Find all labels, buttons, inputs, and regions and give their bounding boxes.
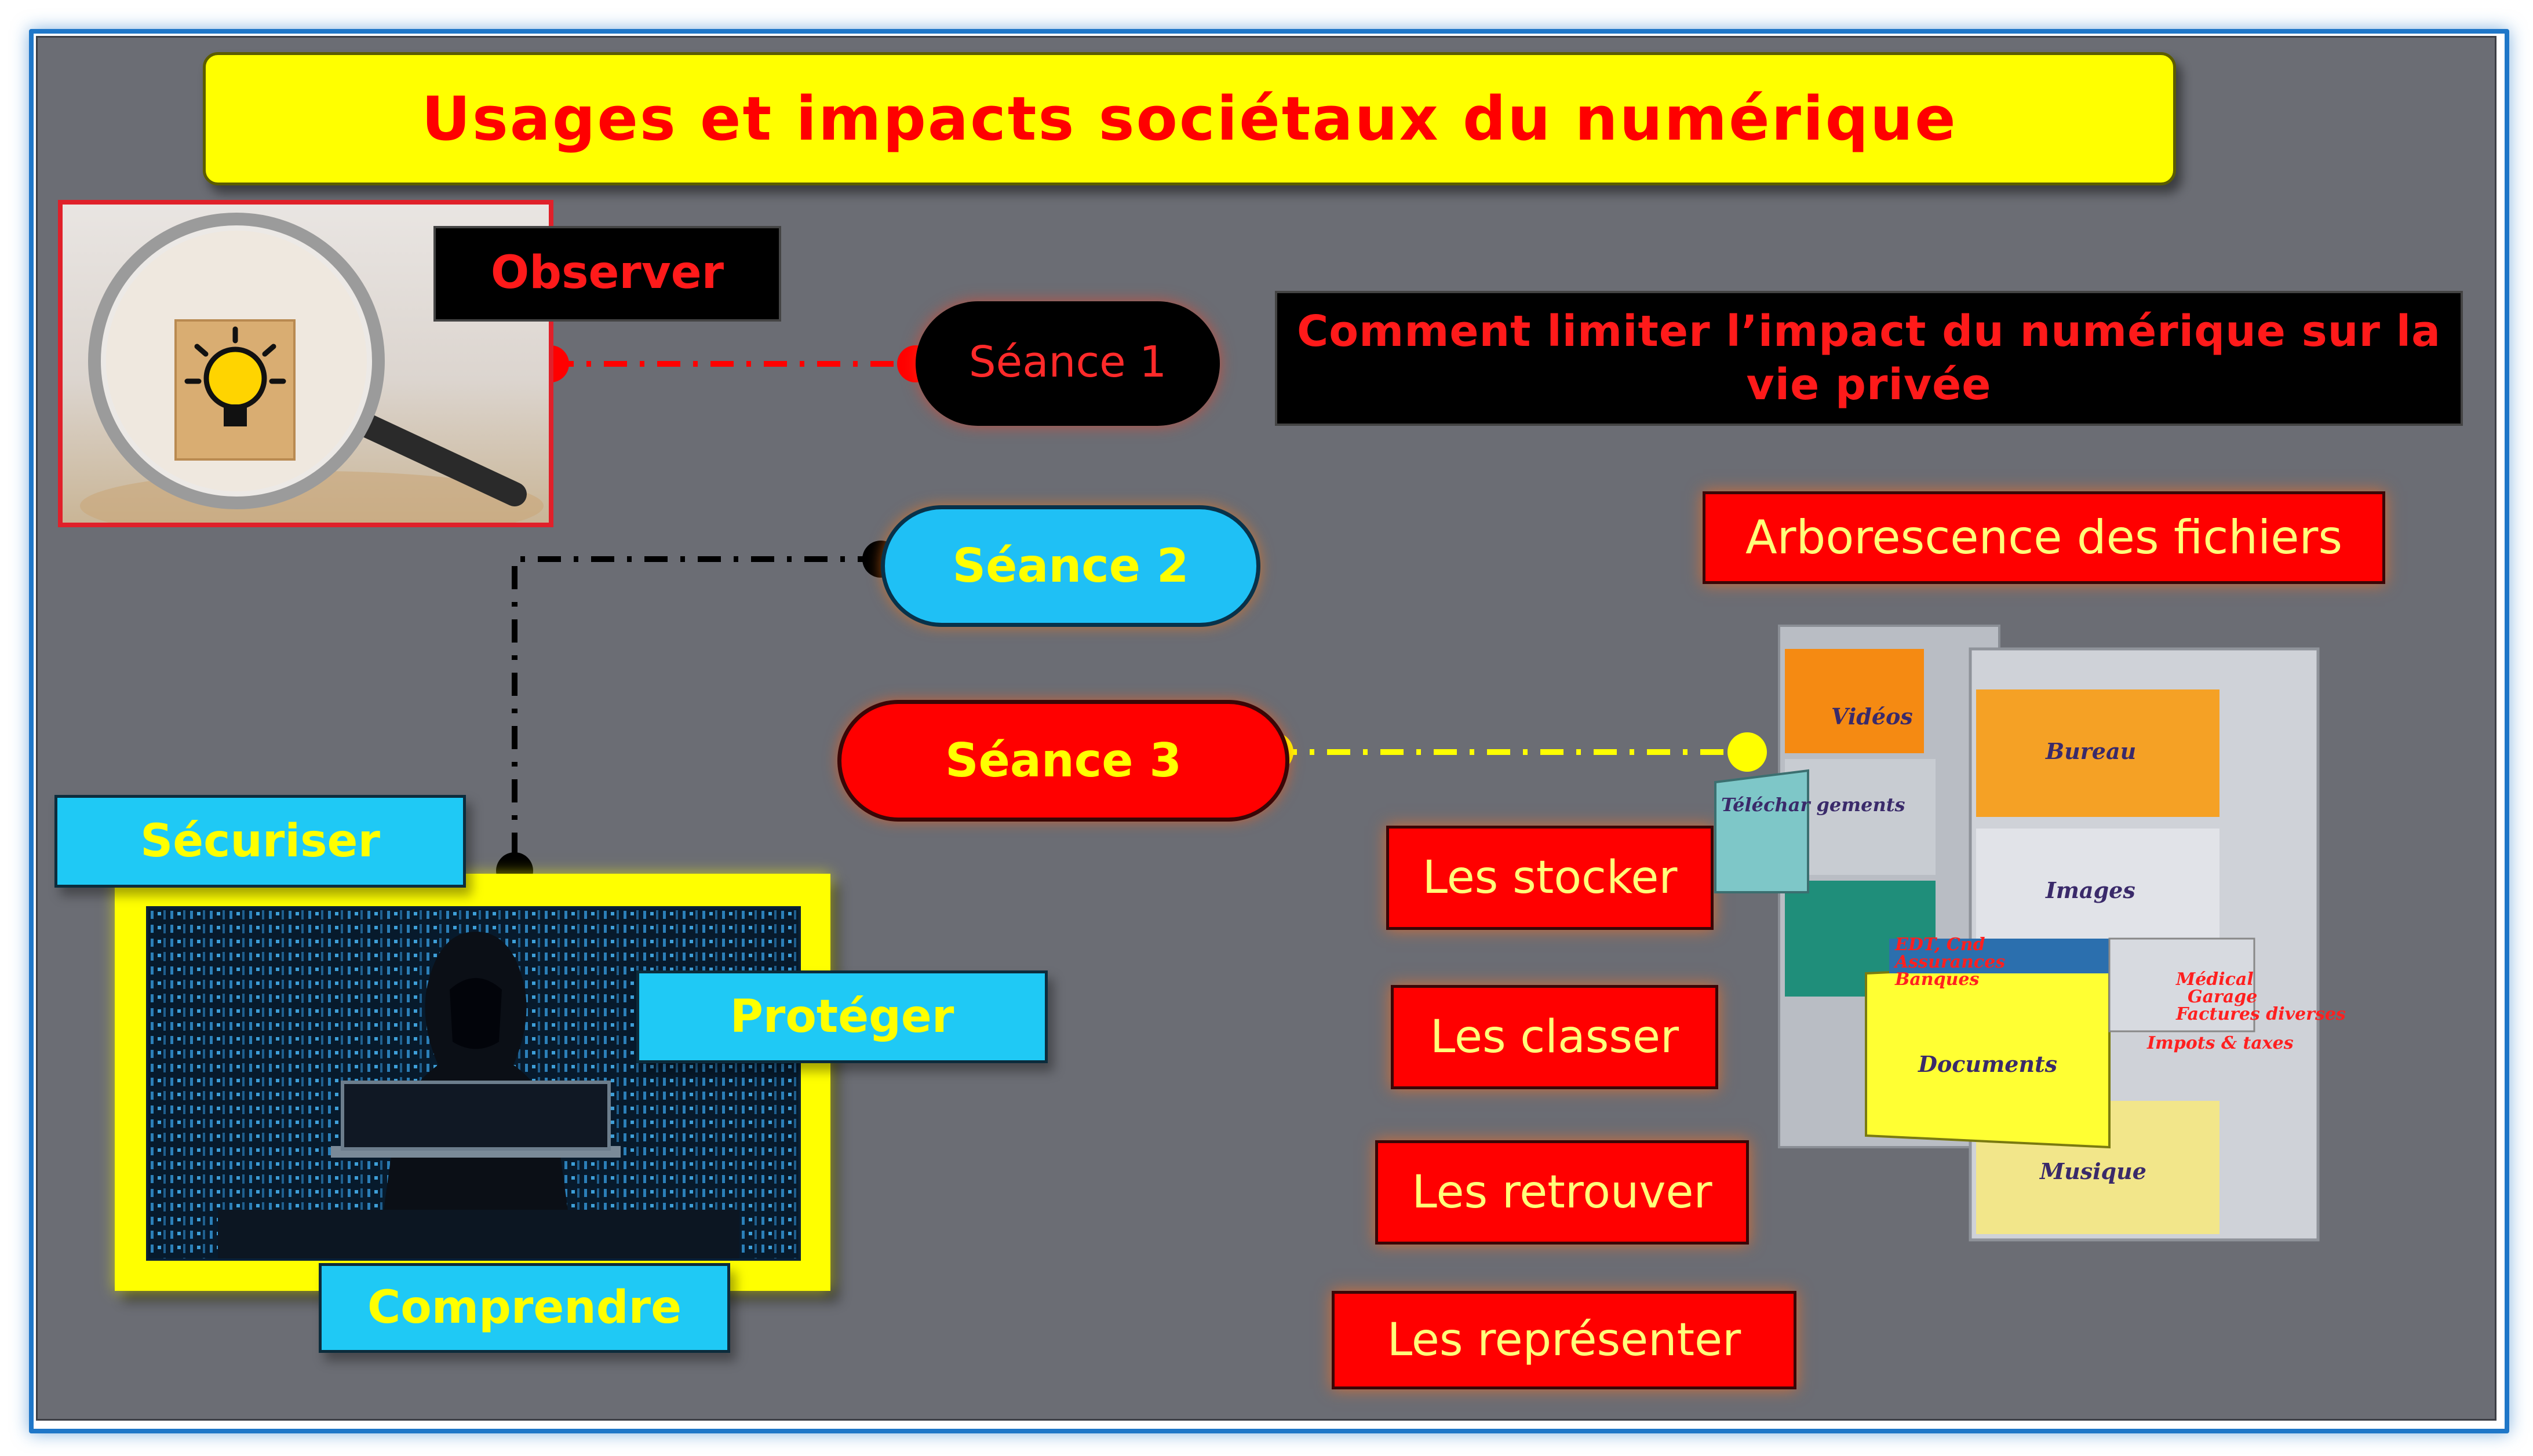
folder-label-assurances: Assurances: [1893, 952, 2005, 972]
observer-label: Observer: [433, 226, 781, 322]
drawer-label-telechargements: Téléchar gements: [1721, 794, 1905, 816]
folder-label-impots: Impots & taxes: [2146, 1033, 2294, 1053]
comprendre-label: Comprendre: [319, 1263, 730, 1353]
page-title: Usages et impacts sociétaux du numérique: [203, 52, 2176, 185]
securiser-label: Sécuriser: [54, 795, 466, 888]
classer-label: Les classer: [1391, 985, 1718, 1089]
stocker-label: Les stocker: [1386, 826, 1714, 930]
question-box: Comment limiter l’impact du numérique su…: [1275, 291, 2463, 426]
drawer-label-videos: Vidéos: [1831, 703, 1913, 729]
folder-label-medical: Médical: [2175, 969, 2254, 990]
representer-label: Les représenter: [1332, 1291, 1796, 1389]
hacker-image: [146, 906, 801, 1261]
seance-1-button[interactable]: Séance 1: [916, 301, 1220, 426]
drawer-label-musique: Musique: [2039, 1158, 2146, 1184]
folder-label-banques: Banques: [1894, 969, 1979, 990]
filing-cabinet-image: Vidéos Bureau Téléchar gements Images Do…: [1714, 625, 2346, 1242]
folder-label-garage: Garage: [2188, 987, 2257, 1007]
folder-label-factures: Factures diverses: [2175, 1004, 2346, 1024]
drawer-label-documents: Documents: [1918, 1051, 2057, 1077]
folder-label-edt: EDT, Cnd: [1894, 935, 1985, 955]
retrouver-label: Les retrouver: [1375, 1140, 1749, 1245]
connector-seance2-securiser: [512, 556, 881, 871]
drawer-label-bureau: Bureau: [2045, 738, 2136, 764]
seance-3-button[interactable]: Séance 3: [837, 700, 1289, 822]
proteger-label: Protéger: [636, 970, 1048, 1063]
connector-dot-cabinet: [1727, 732, 1767, 772]
arborescence-label: Arborescence des fichiers: [1703, 491, 2385, 584]
seance-2-button[interactable]: Séance 2: [881, 505, 1260, 627]
drawer-label-images: Images: [2045, 877, 2135, 903]
observe-image: [58, 200, 553, 527]
